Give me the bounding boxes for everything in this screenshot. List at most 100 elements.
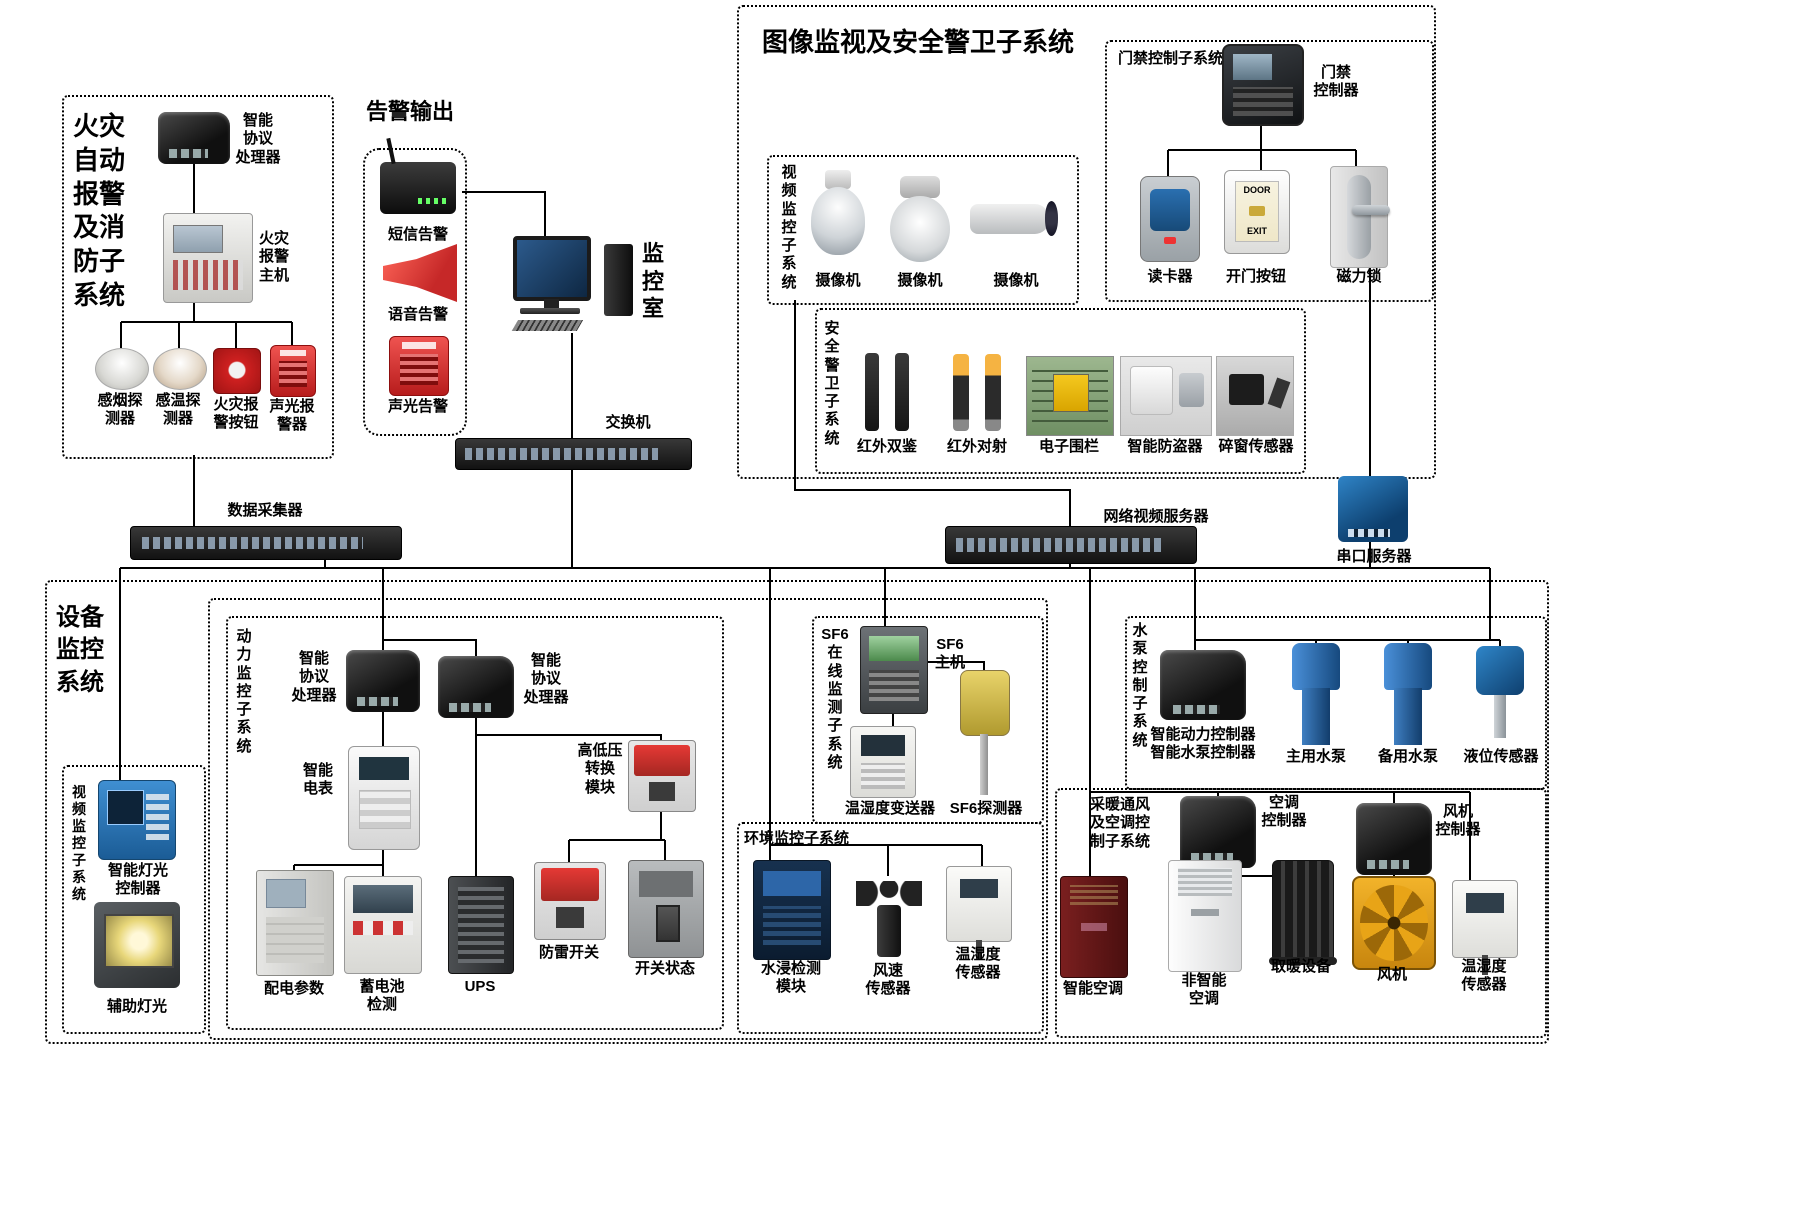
lighting-subsystem-title: 视 频 监 控 子 系 统	[72, 784, 86, 903]
data-collector-label: 数据采集器	[227, 502, 303, 519]
main-pump-device	[1280, 643, 1352, 745]
burglar-alarm-label: 智能防盗器	[1127, 438, 1203, 455]
env-temp-sensor-device	[946, 866, 1012, 959]
ac-controller-label: 空调 控制器	[1261, 794, 1307, 830]
smart-meter-label: 智能 电表	[302, 762, 333, 798]
lightning-switch-device	[534, 862, 606, 940]
power-outer-box	[208, 598, 1048, 1040]
fire-alarm-button-label: 火灾报 警按钮	[213, 396, 259, 432]
surveillance-title: 图像监视及安全警卫子系统	[762, 27, 1075, 57]
fire-alarm-button-device	[213, 348, 261, 394]
card-reader-device	[1140, 176, 1200, 262]
window-break-sensor-device	[1216, 356, 1294, 436]
power-processor1-label: 智能 协议 处理器	[291, 650, 337, 704]
water-detect-device	[753, 860, 831, 960]
level-sensor-device	[1468, 646, 1532, 740]
smoke-detector-label: 感烟探 测器	[97, 392, 143, 428]
env-temp-sensor-label: 温湿度 传感器	[955, 946, 1001, 982]
fan-controller-label: 风机 控制器	[1435, 803, 1481, 839]
exit-text: EXIT	[1246, 226, 1267, 237]
aux-light-label: 辅助灯光	[106, 998, 167, 1015]
monitor-stand	[544, 298, 559, 308]
distribution-label: 配电参数	[263, 980, 324, 997]
hvac-temp-sensor-label: 温湿度 传感器	[1461, 958, 1507, 994]
heater-label: 取暖设备	[1270, 958, 1331, 975]
sms-alarm-label: 短信告警	[387, 226, 448, 243]
hv-module-device	[628, 740, 696, 812]
fan-label: 风机	[1376, 966, 1407, 983]
fire-sounder-label: 声光报 警器	[269, 398, 315, 434]
camera1-label: 摄像机	[815, 272, 861, 289]
switch-status-device	[628, 860, 704, 958]
ir-beam-device	[944, 352, 1010, 434]
dome-camera-device	[806, 170, 870, 264]
monitor-screen	[513, 236, 591, 301]
switch-status-label: 开关状态	[634, 960, 695, 977]
nonsmart-ac-device	[1168, 860, 1242, 972]
wind-sensor-device	[853, 876, 925, 960]
humidity-transmitter-device	[850, 726, 916, 798]
fire-protocol-processor-device	[158, 112, 230, 164]
env-subsystem-title: 环境监控子系统	[744, 830, 850, 847]
door-exit-button-device: DOOR EXIT	[1224, 170, 1290, 254]
water-detect-label: 水浸检测 模块	[760, 960, 821, 996]
light-controller-label: 智能灯光 控制器	[107, 862, 168, 898]
wind-sensor-label: 风速 传感器	[865, 962, 911, 998]
level-sensor-label: 液位传感器	[1463, 748, 1539, 765]
sf6-detector-label: SF6探测器	[949, 800, 1023, 817]
ptz-camera-device	[886, 176, 954, 266]
ups-label: UPS	[464, 978, 496, 995]
power-subsystem-title: 动 力 监 控 子 系 统	[236, 628, 252, 755]
smart-meter-device	[348, 746, 420, 850]
sound-light-alarm-device	[389, 336, 449, 396]
data-collector-device	[130, 526, 402, 560]
monitor-room-label: 监 控 室	[641, 241, 664, 321]
monitoring-computer-device	[512, 236, 633, 334]
hv-module-label: 高低压 转换 模块	[577, 742, 623, 796]
network-switch-device	[455, 438, 692, 470]
backup-pump-label: 备用水泵	[1377, 748, 1438, 765]
magnetic-lock-label: 磁力锁	[1336, 268, 1382, 285]
equipment-monitoring-box	[45, 580, 1549, 1044]
smart-ac-device	[1060, 876, 1128, 978]
sound-light-alarm-label: 声光告警	[387, 398, 448, 415]
sms-alarm-device	[380, 162, 456, 214]
fire-protocol-processor-label: 智能 协议 处理器	[235, 112, 281, 166]
pump-subsystem-title: 水 泵 控 制 子 系 统	[1132, 622, 1148, 749]
sf6-detector-device	[956, 670, 1012, 798]
sf6-host-label: SF6 主机	[934, 636, 965, 672]
surveillance-security-box	[737, 5, 1436, 479]
serial-server-label: 串口服务器	[1336, 548, 1412, 565]
exit-button-face: DOOR EXIT	[1235, 180, 1279, 242]
aux-light-device	[94, 902, 180, 988]
fire-alarm-subsystem-box	[62, 95, 334, 459]
access-control-box	[1105, 40, 1434, 302]
environment-monitoring-box	[737, 822, 1044, 1034]
lighting-subsystem-box	[62, 765, 206, 1034]
nonsmart-ac-label: 非智能 空调	[1181, 972, 1227, 1008]
smart-ac-label: 智能空调	[1062, 980, 1123, 997]
fire-alarm-host-label: 火灾 报警 主机	[258, 230, 289, 284]
ir-dual-label: 红外双鉴	[856, 438, 917, 455]
electronic-fence-device	[1026, 356, 1114, 436]
power-processor1-device	[346, 650, 420, 712]
security-subsystem-title: 安 全 警 卫 子 系 统	[824, 320, 840, 447]
hvac-subsystem-title: 采暖通风 及空调控 制子系统	[1089, 796, 1150, 850]
access-controller-label: 门禁 控制器	[1313, 64, 1359, 100]
serial-server-device	[1338, 476, 1408, 542]
switch-label: 交换机	[605, 414, 651, 431]
burglar-alarm-device	[1120, 356, 1212, 436]
battery-label: 蓄电池 检测	[359, 978, 405, 1014]
bullet-camera-device	[970, 190, 1062, 258]
power-monitoring-box	[226, 616, 724, 1030]
lightning-switch-label: 防雷开关	[538, 944, 599, 961]
pc-tower	[604, 243, 633, 317]
key-icon	[1248, 206, 1265, 217]
ups-device	[448, 876, 514, 974]
ir-beam-label: 红外对射	[946, 438, 1007, 455]
power-processor2-label: 智能 协议 处理器	[523, 652, 569, 706]
heat-detector-device	[153, 348, 207, 390]
keyboard	[512, 320, 584, 332]
